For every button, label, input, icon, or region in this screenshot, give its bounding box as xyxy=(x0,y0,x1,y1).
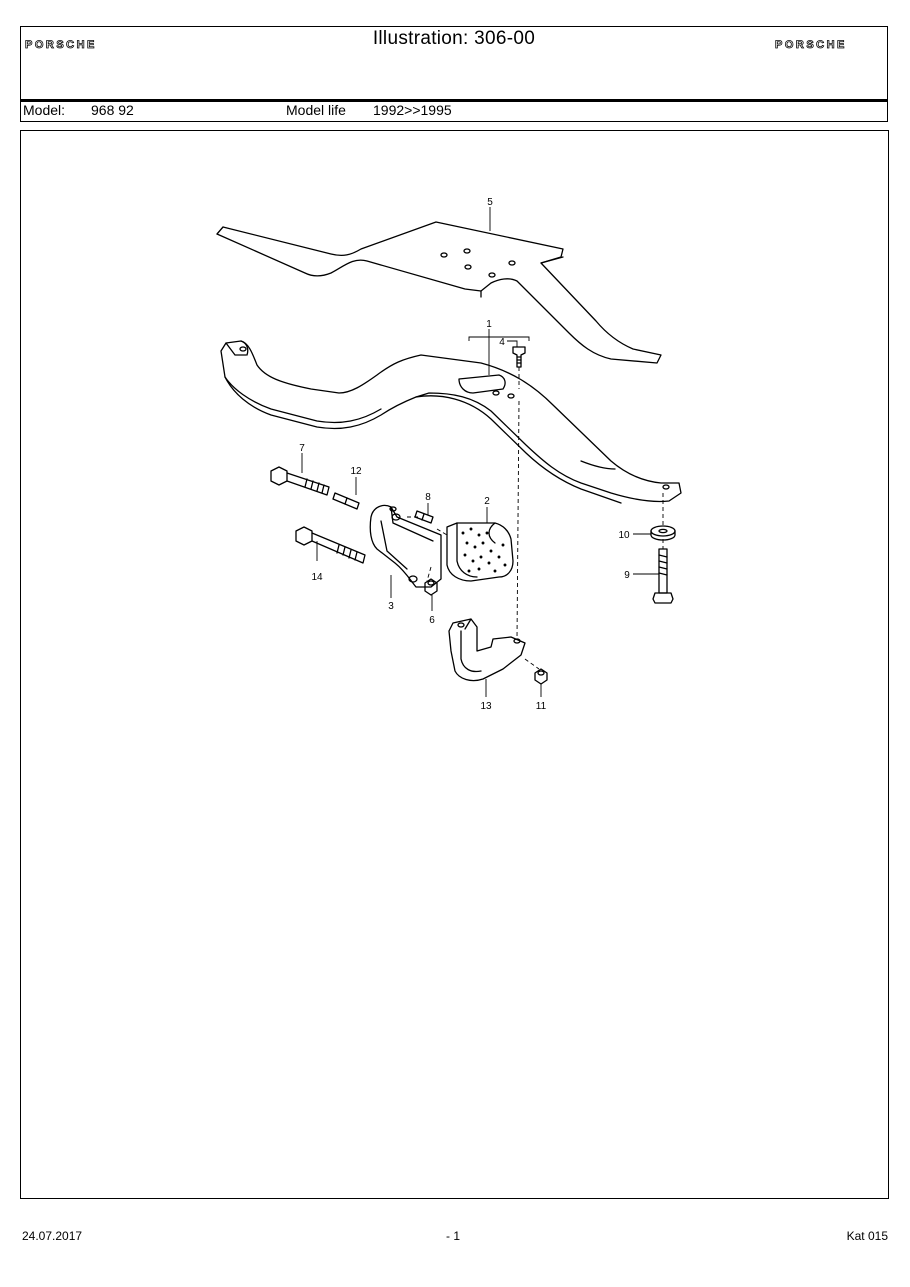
part-12-pin xyxy=(332,492,360,510)
model-value: 968 92 xyxy=(91,102,134,118)
parts-diagram: 5 1 4 7 12 8 2 10 9 14 3 6 13 11 xyxy=(216,197,682,712)
part-7-bolt xyxy=(270,466,330,496)
part-1-crossmember xyxy=(220,340,682,504)
part-11-nut xyxy=(534,668,548,685)
footer-catalog: Kat 015 xyxy=(846,1229,888,1243)
model-label: Model: xyxy=(23,102,66,118)
illustration-title: Illustration: 306-00 xyxy=(372,28,536,49)
callout-9: 9 xyxy=(624,570,630,581)
page-header: PORSCHE Illustration: 306-00 PORSCHE Mod… xyxy=(20,26,888,122)
callout-2: 2 xyxy=(484,496,490,507)
callout-8: 8 xyxy=(425,492,431,503)
model-info-row: Model: 968 92 Model life 1992>>1995 xyxy=(21,102,887,121)
header-divider xyxy=(21,99,887,102)
porsche-logo-left: PORSCHE xyxy=(25,37,135,51)
callout-4: 4 xyxy=(499,337,505,348)
callout-3: 3 xyxy=(388,601,394,612)
svg-text:PORSCHE: PORSCHE xyxy=(775,39,847,51)
part-9-bolt xyxy=(652,548,674,604)
part-10-washer xyxy=(650,525,676,541)
callout-5: 5 xyxy=(487,197,493,208)
part-6-nut xyxy=(424,578,438,596)
callout-10: 10 xyxy=(618,530,630,541)
illustration-frame: 5 1 4 7 12 8 2 10 9 14 3 6 13 11 xyxy=(20,130,889,1199)
callout-1: 1 xyxy=(486,319,492,330)
callout-14: 14 xyxy=(311,572,323,583)
callout-12: 12 xyxy=(350,466,362,477)
callout-7: 7 xyxy=(299,443,305,454)
model-life-label: Model life xyxy=(286,102,346,118)
callout-6: 6 xyxy=(429,615,435,626)
callout-11: 11 xyxy=(536,701,547,712)
footer-page-number: - 1 xyxy=(446,1229,461,1243)
part-13-bracket xyxy=(448,618,526,682)
model-life-value: 1992>>1995 xyxy=(373,102,452,118)
part-2-mount xyxy=(446,522,514,582)
part-4-stud xyxy=(512,346,526,368)
footer-date: 24.07.2017 xyxy=(22,1229,83,1243)
part-3-bracket xyxy=(369,504,442,588)
part-14-bolt xyxy=(295,526,366,564)
svg-text:PORSCHE: PORSCHE xyxy=(25,39,97,51)
porsche-logo-right: PORSCHE xyxy=(771,37,881,51)
callout-13: 13 xyxy=(480,701,492,712)
part-5-plate xyxy=(216,221,662,364)
